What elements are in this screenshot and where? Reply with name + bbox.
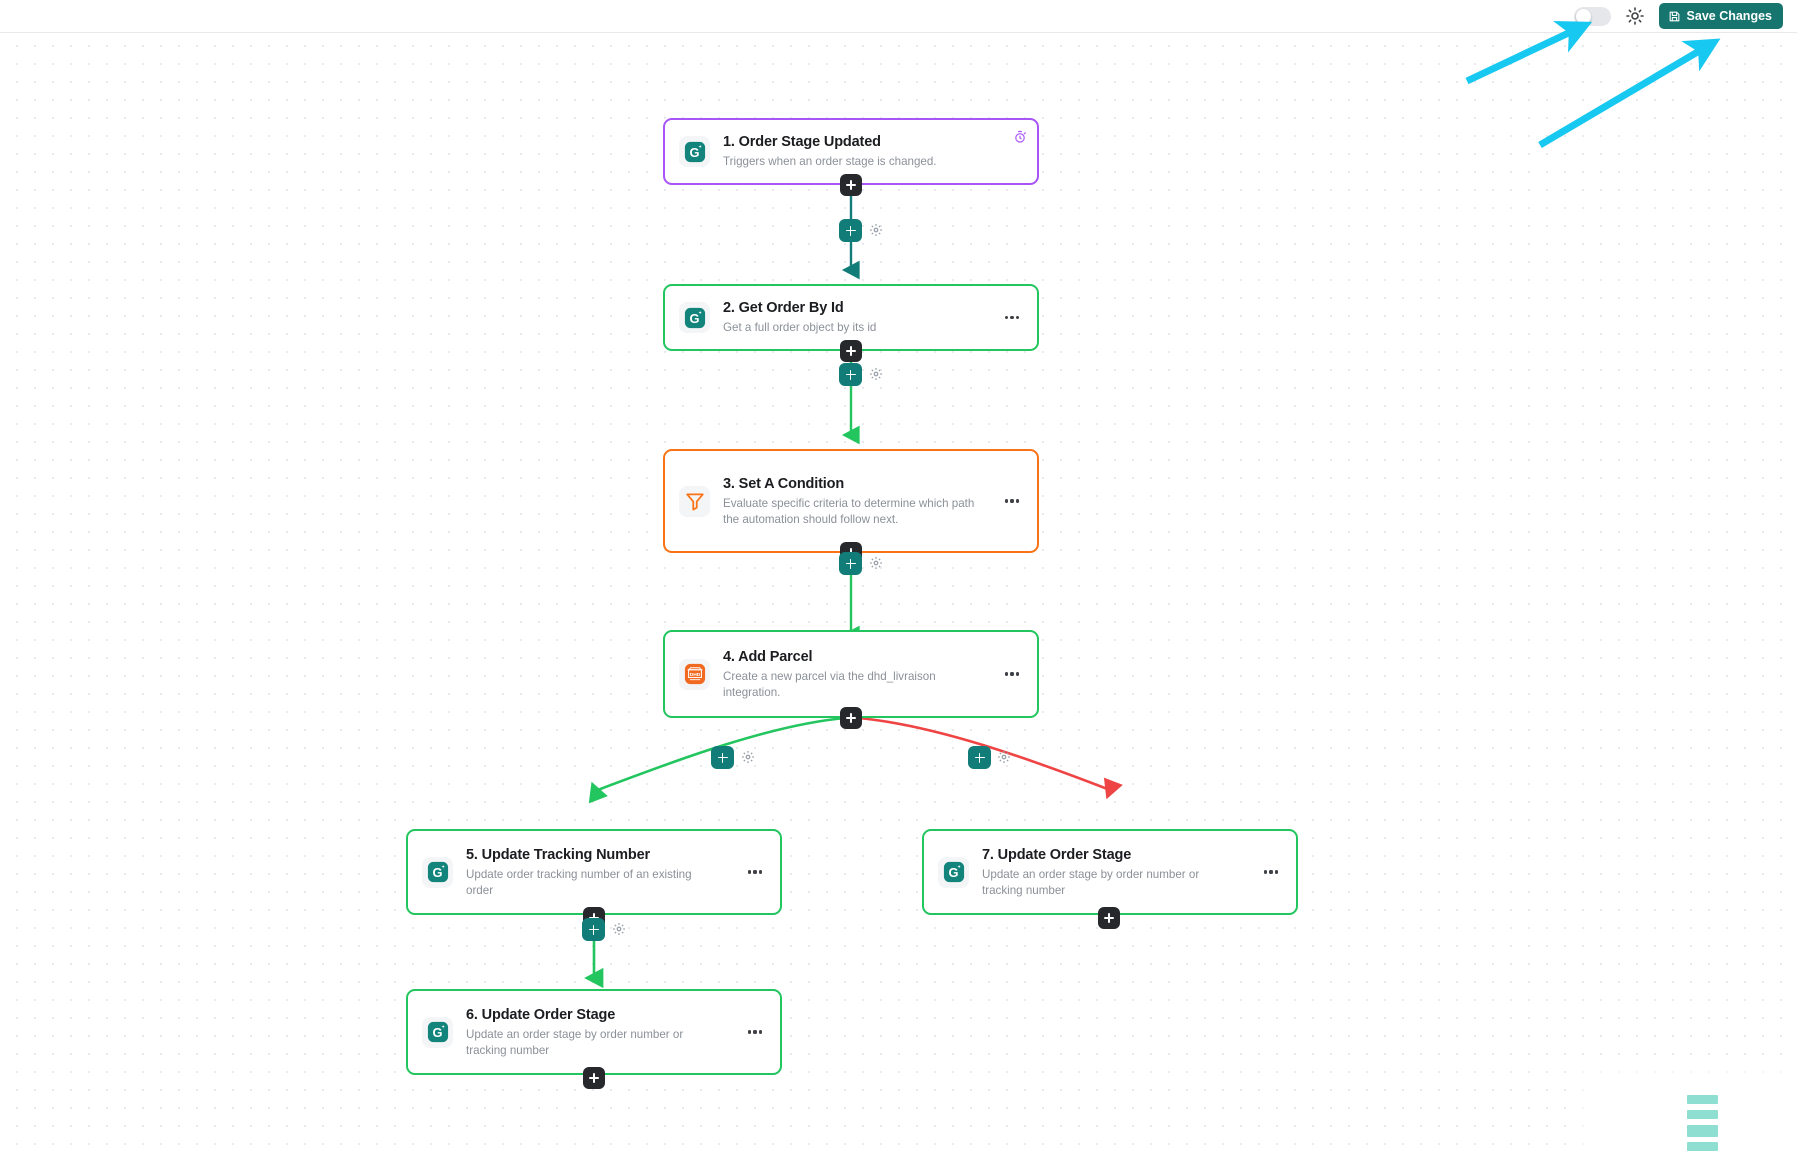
canvas-minimap[interactable] [1570,1055,1797,1161]
add-step-button-below-node-7[interactable] [1098,907,1120,929]
node-title: 7. Update Order Stage [982,847,1132,864]
node-description: Triggers when an order stage is changed. [723,155,937,169]
gear-icon-edge-n4-n7-false[interactable] [997,750,1011,764]
minimap-node [1687,1142,1718,1151]
edge-n4-n5-true [588,716,846,804]
node-menu-button[interactable] [1001,665,1023,683]
node-description: Update an order stage by order number or… [982,868,1200,897]
funnel-filter-icon [679,485,710,517]
save-changes-label: Save Changes [1686,9,1772,23]
stopwatch-history-icon[interactable] [1013,130,1027,149]
node-title: 2. Get Order By Id [723,300,844,317]
node-description: Get a full order object by its id [723,321,877,335]
insert-step-button-edge-n1-n2[interactable] [839,219,862,242]
dhd-parcel-icon: DHD [679,658,710,690]
workflow-node-5[interactable]: G 5. Update Tracking Number Update order… [406,829,782,915]
node-description: Update order tracking number of an exist… [466,868,692,897]
gear-icon-edge-n5-n6[interactable] [612,922,626,936]
svg-text:DHD: DHD [689,672,700,678]
node-description: Update an order stage by order number or… [466,1028,684,1057]
svg-text:G: G [689,145,699,160]
sun-icon[interactable] [1625,6,1645,26]
workflow-node-4[interactable]: DHD 4. Add Parcel Create a new parcel vi… [663,630,1039,718]
node-menu-button[interactable] [1001,309,1023,327]
insert-step-button-edge-n4-n7-false[interactable] [968,746,991,769]
g-logo-icon: G [422,856,453,888]
workflow-node-2[interactable]: G 2. Get Order By Id Get a full order ob… [663,284,1039,351]
minimap-node [1687,1125,1718,1137]
node-title: 1. Order Stage Updated [723,134,881,151]
svg-text:G: G [948,865,958,880]
insert-step-button-edge-n5-n6[interactable] [582,918,605,941]
node-description: Create a new parcel via the dhd_livraiso… [723,670,936,699]
add-step-button-below-node-6[interactable] [583,1067,605,1089]
svg-text:G: G [432,865,442,880]
edge-n4-n7-false [857,716,1123,800]
node-menu-button[interactable] [1260,863,1282,881]
add-step-button-below-node-2[interactable] [840,340,862,362]
node-title: 3. Set A Condition [723,476,845,493]
add-step-button-below-node-4[interactable] [840,707,862,729]
node-title: 5. Update Tracking Number [466,847,650,864]
top-toolbar: Save Changes [0,0,1797,33]
workflow-node-6[interactable]: G 6. Update Order Stage Update an order … [406,989,782,1075]
gear-icon-edge-n2-n3[interactable] [869,367,883,381]
insert-step-button-edge-n3-n4[interactable] [839,552,862,575]
toggle-knob [1575,8,1591,24]
node-title: 6. Update Order Stage [466,1007,616,1024]
workflow-node-3[interactable]: 3. Set A Condition Evaluate specific cri… [663,449,1039,553]
gear-icon-edge-n3-n4[interactable] [869,556,883,570]
node-menu-button[interactable] [744,1023,766,1041]
dark-mode-toggle[interactable] [1573,6,1611,26]
insert-step-button-edge-n2-n3[interactable] [839,363,862,386]
minimap-node [1687,1110,1718,1119]
svg-text:G: G [689,311,699,326]
insert-step-button-edge-n4-n5-true[interactable] [711,746,734,769]
save-changes-button[interactable]: Save Changes [1658,3,1783,29]
node-title: 4. Add Parcel [723,649,813,666]
save-disk-icon [1669,11,1679,21]
gear-icon-edge-n4-n5-true[interactable] [741,750,755,764]
node-menu-button[interactable] [744,863,766,881]
g-logo-icon: G [679,136,710,167]
g-logo-icon: G [679,302,710,333]
node-menu-button[interactable] [1001,492,1023,510]
g-logo-icon: G [938,856,969,888]
gear-icon-edge-n1-n2[interactable] [869,223,883,237]
workflow-edges [584,185,1123,989]
workflow-node-1[interactable]: G 1. Order Stage Updated Triggers when a… [663,118,1039,185]
add-step-button-below-node-1[interactable] [840,174,862,196]
svg-text:G: G [432,1025,442,1040]
workflow-node-7[interactable]: G 7. Update Order Stage Update an order … [922,829,1298,915]
node-description: Evaluate specific criteria to determine … [723,497,975,526]
g-logo-icon: G [422,1016,453,1048]
workflow-canvas[interactable]: G 1. Order Stage Updated Triggers when a… [0,33,1797,1161]
minimap-viewport [1589,1086,1797,1161]
minimap-node [1687,1095,1718,1104]
